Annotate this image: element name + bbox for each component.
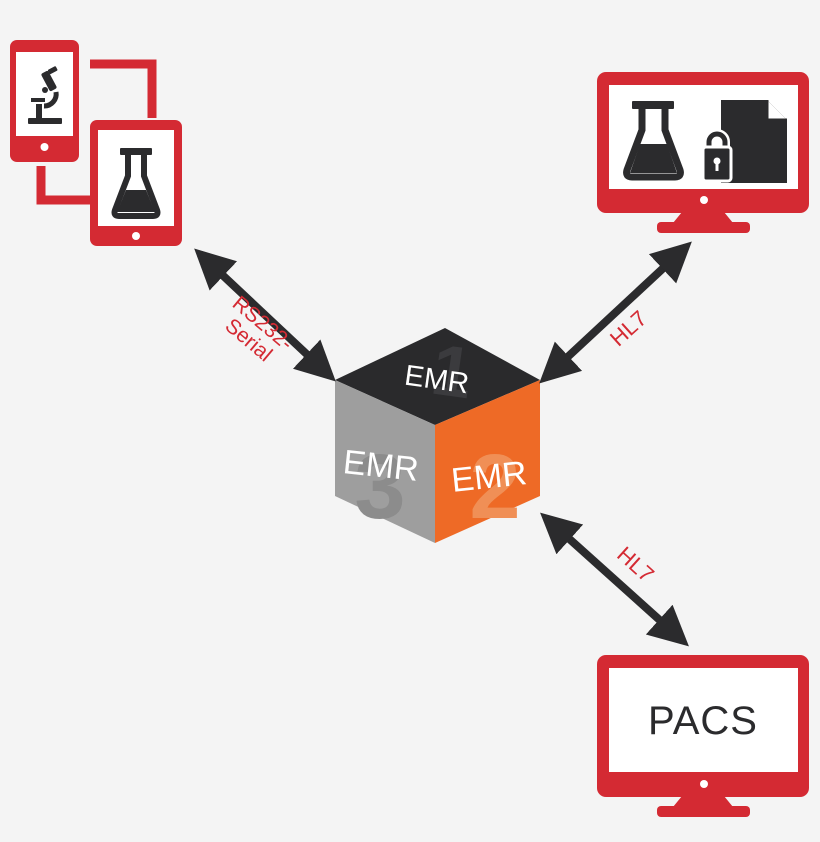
monitor-neck bbox=[673, 796, 733, 807]
bidirectional-arrow-hl7-pacs bbox=[540, 512, 689, 647]
emr-cube: 1 EMR 3 EMR 2 EMR bbox=[335, 328, 540, 543]
bidirectional-arrow-hl7-lab bbox=[539, 241, 692, 384]
cube-left-label: EMR bbox=[341, 443, 420, 489]
cube-right-label: EMR bbox=[450, 454, 529, 500]
lab-mobile-devices bbox=[10, 40, 182, 246]
cube-top-face bbox=[335, 328, 540, 425]
locked-document-icon bbox=[701, 100, 787, 183]
device-connector-bracket bbox=[90, 59, 157, 118]
pacs-monitor: PACS bbox=[597, 655, 809, 817]
connection-arrows bbox=[194, 241, 692, 647]
lab-monitor bbox=[597, 72, 809, 233]
monitor-stand bbox=[657, 222, 750, 233]
device-connector-bracket bbox=[36, 166, 92, 205]
microscope-icon bbox=[28, 66, 62, 124]
monitor-stand bbox=[657, 806, 750, 817]
monitor-neck bbox=[673, 212, 733, 223]
pacs-label: PACS bbox=[648, 699, 758, 743]
tablet-device bbox=[90, 120, 182, 246]
cube-right-face bbox=[435, 380, 540, 543]
cube-left-watermark: 3 bbox=[354, 436, 405, 538]
cube-right-watermark: 2 bbox=[469, 436, 520, 538]
rs232-label: RS232- Serial bbox=[221, 292, 298, 367]
bidirectional-arrow-rs232 bbox=[194, 248, 336, 382]
flask-icon bbox=[623, 101, 684, 181]
phone-device bbox=[10, 40, 79, 162]
flask-icon bbox=[111, 148, 161, 219]
cube-left-face bbox=[335, 380, 435, 543]
